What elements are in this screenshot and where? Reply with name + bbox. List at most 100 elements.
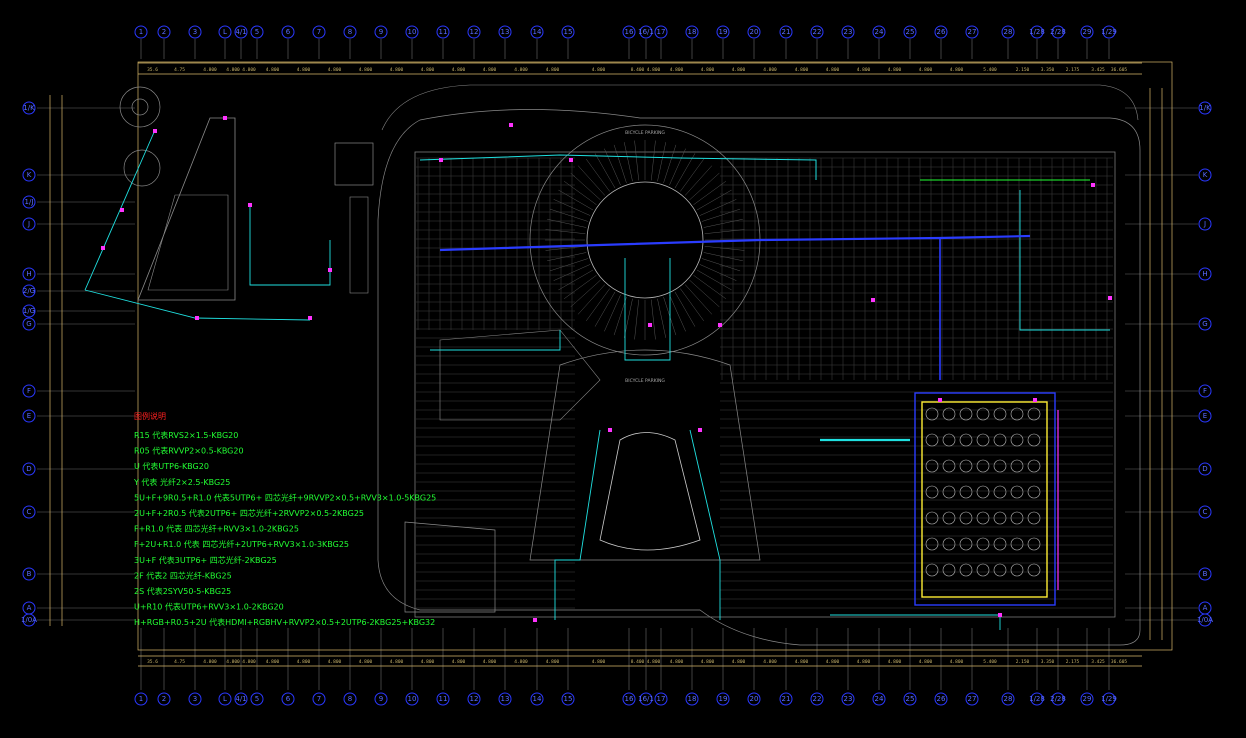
device-point xyxy=(608,428,612,432)
axis-bubble-left: H xyxy=(22,267,36,281)
axis-bubble-bottom: 27 xyxy=(965,692,979,706)
dimension-text: 4.800 xyxy=(763,659,777,665)
axis-bubble-right: H xyxy=(1198,267,1212,281)
axis-bubble-label: B xyxy=(1203,570,1208,578)
axis-bubble-label: 10 xyxy=(408,28,417,36)
legend-item: F+R1.0 代表 四芯光纤+RVV3×1.0-2KBG25 xyxy=(134,524,299,534)
axis-bubble-bottom: 13 xyxy=(498,692,512,706)
axis-bubble-bottom: 6 xyxy=(281,692,295,706)
axis-bubble-label: 19 xyxy=(719,28,728,36)
axis-bubble-label: 22 xyxy=(813,28,822,36)
seat-row xyxy=(604,294,621,332)
axis-bubble-label: C xyxy=(1203,508,1208,516)
seat-row xyxy=(680,158,704,192)
axis-bubble-bottom: 19 xyxy=(716,692,730,706)
axis-bubble-left: G xyxy=(22,317,36,331)
axis-bubble-circle xyxy=(903,692,917,706)
dimension-text: 4.800 xyxy=(421,67,435,73)
axis-bubble-label: 18 xyxy=(688,695,697,703)
axis-bubble-label: 14 xyxy=(533,28,542,36)
axis-bubble-bottom: 15 xyxy=(561,692,575,706)
table-symbol xyxy=(925,459,939,473)
dimension-text: 4.800 xyxy=(795,67,809,73)
axis-bubble-circle xyxy=(872,692,886,706)
seat-row xyxy=(577,284,606,315)
seat-row xyxy=(545,246,586,251)
axis-bubble-circle xyxy=(218,692,232,706)
axis-bubble-circle xyxy=(1051,692,1065,706)
seat-row xyxy=(704,246,745,251)
axis-bubble-label: 11 xyxy=(439,695,448,703)
axis-bubble-label: B xyxy=(27,570,32,578)
axis-bubble-circle xyxy=(436,25,450,39)
axis-bubble-label: 8 xyxy=(348,28,352,36)
cable-run xyxy=(689,429,721,620)
axis-bubble-circle xyxy=(281,692,295,706)
axis-bubble-right: J xyxy=(1198,217,1212,231)
device-point xyxy=(938,398,942,402)
axis-bubble-label: 1/29 xyxy=(1101,28,1117,36)
dimension-text: 4.800 xyxy=(950,67,964,73)
dimension-text: 3.350 xyxy=(1041,67,1055,73)
axis-bubble-circle xyxy=(157,692,171,706)
axis-bubble-circle xyxy=(622,692,636,706)
axis-bubble-bottom: 7 xyxy=(312,692,326,706)
axis-bubble-circle xyxy=(1198,613,1212,627)
axis-bubble-circle xyxy=(779,25,793,39)
dimension-text: 4.800 xyxy=(390,67,404,73)
axis-bubble-label: 19 xyxy=(719,695,728,703)
axis-bubble-label: 15 xyxy=(564,695,573,703)
table-symbol xyxy=(1010,511,1024,525)
floor-plate xyxy=(414,151,1116,618)
dimension-text: 35.6 xyxy=(147,659,158,665)
axis-bubble-top: 29 xyxy=(1080,25,1094,39)
seat-row xyxy=(570,279,601,308)
axis-bubble-bottom: 18 xyxy=(685,692,699,706)
axis-bubble-label: 29 xyxy=(1083,695,1092,703)
axis-bubble-label: 16/1 xyxy=(638,695,654,703)
axis-bubble-label: 17 xyxy=(657,28,666,36)
table-symbol xyxy=(1027,407,1041,421)
axis-bubble-circle xyxy=(467,25,481,39)
axis-bubble-bottom: 3 xyxy=(188,692,202,706)
axis-bubble-top: 13 xyxy=(498,25,512,39)
axis-bubble-right: K xyxy=(1198,168,1212,182)
seat-row xyxy=(701,258,741,272)
axis-bubble-top: 26 xyxy=(934,25,948,39)
axis-bubble-circle xyxy=(22,267,36,281)
seat-row xyxy=(663,144,677,184)
axis-bubble-label: 1/K xyxy=(23,104,35,112)
dimension-text: 35.6 xyxy=(147,67,158,73)
axis-bubble-circle xyxy=(498,25,512,39)
dimension-text: 4.75 xyxy=(174,67,185,73)
table-symbol xyxy=(993,537,1007,551)
axis-bubble-circle xyxy=(1198,267,1212,281)
device-point xyxy=(153,129,157,133)
axis-bubble-top: 4/1 xyxy=(234,25,248,39)
dimension-text: 4.800 xyxy=(328,659,342,665)
axis-bubble-label: F xyxy=(27,387,31,395)
table-symbol xyxy=(942,433,956,447)
dimension-text: 4.800 xyxy=(390,659,404,665)
axis-bubble-circle xyxy=(1198,168,1212,182)
table-symbol xyxy=(942,459,956,473)
axis-bubble-circle xyxy=(1001,25,1015,39)
axis-bubble-label: G xyxy=(26,320,31,328)
table-symbol xyxy=(925,537,939,551)
legend-item: 2F 代表2 四芯光纤-KBG25 xyxy=(134,570,232,580)
axis-bubble-bottom: 2 xyxy=(157,692,171,706)
axis-bubble-circle xyxy=(747,25,761,39)
axis-bubble-label: 7 xyxy=(317,28,321,36)
axis-bubble-bottom: 17 xyxy=(654,692,668,706)
axis-bubble-label: 21 xyxy=(782,28,791,36)
table-symbol xyxy=(959,459,973,473)
cable-run xyxy=(84,289,311,321)
dimension-text: 4.800 xyxy=(452,659,466,665)
axis-bubble-bottom: 25 xyxy=(903,692,917,706)
axis-bubble-label: 3 xyxy=(193,28,197,36)
axis-bubble-circle xyxy=(234,25,248,39)
axis-bubble-label: 25 xyxy=(906,28,915,36)
table-symbol xyxy=(976,407,990,421)
